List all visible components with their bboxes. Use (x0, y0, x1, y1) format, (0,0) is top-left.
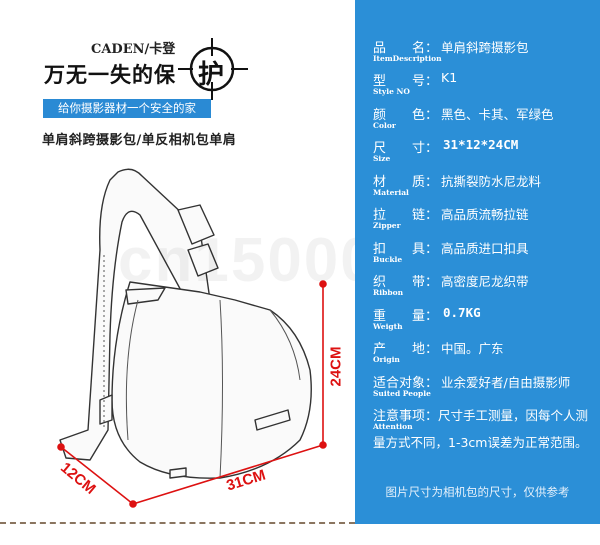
width-line (132, 444, 324, 505)
spec-label: 品 名： (373, 41, 439, 56)
dimension-dot (129, 500, 137, 508)
spec-label-en: Size (373, 154, 391, 163)
headline: 万无一失的保 (44, 62, 176, 87)
spec-label-en: Material (373, 188, 409, 197)
height-label: 24CM (327, 346, 345, 387)
spec-row-suited: 适合对象：Suited People 业余爱好者/自由摄影师 (373, 372, 598, 404)
spec-row-weight: 重 量：Weigth 0.7KG (373, 305, 598, 337)
spec-value: 高品质进口扣具 (441, 241, 529, 256)
spec-label: 扣 具： (373, 242, 439, 257)
spec-label: 注意事项： (373, 409, 439, 424)
spec-row-model: 型 号：Style NO K1 (373, 70, 598, 102)
spec-row-zipper: 拉 链：Zipper 高品质流畅拉链 (373, 204, 598, 236)
brand-name: CADEN/卡登 (91, 42, 176, 57)
spec-label: 重 量： (373, 309, 439, 324)
spec-value: 单肩斜跨摄影包 (441, 40, 529, 55)
spec-row-color: 颜 色：Color 黑色、卡其、军绿色 (373, 104, 598, 136)
spec-label: 适合对象： (373, 376, 439, 391)
spec-label: 材 质： (373, 175, 439, 190)
spec-value: 尺寸手工测量，因每个人测 (438, 408, 589, 423)
spec-row-size: 尺 寸：Size 31*12*24CM (373, 137, 598, 169)
spec-label: 型 号： (373, 74, 439, 89)
dimension-dot (319, 441, 327, 449)
dashed-divider (0, 522, 355, 524)
spec-label-en: ItemDescription (373, 54, 442, 63)
spec-label: 颜 色： (373, 108, 439, 123)
spec-label: 产 地： (373, 342, 439, 357)
crosshair-emblem: 护 (178, 38, 248, 100)
attention-continued: 量方式不同，1-3cm误差为正常范围。 (373, 435, 588, 450)
depth-line (60, 446, 134, 505)
spec-label-en: Ribbon (373, 288, 404, 297)
spec-value: 抗撕裂防水尼龙料 (441, 174, 542, 189)
spec-row-origin: 产 地：Origin 中国。广东 (373, 338, 598, 370)
dimension-dot (319, 280, 327, 288)
spec-label: 拉 链： (373, 208, 439, 223)
bag-illustration (59, 168, 312, 479)
spec-row-material: 材 质：Material 抗撕裂防水尼龙料 (373, 171, 598, 203)
spec-row-buckle: 扣 具：Buckle 高品质进口扣具 (373, 238, 598, 270)
product-subtitle: 单肩斜跨摄影包/单反相机包单肩 (42, 133, 237, 148)
spec-row-ribbon: 织 带：Ribbon 高密度尼龙织带 (373, 271, 598, 303)
dimension-lines (57, 280, 327, 508)
spec-label-en: Zipper (373, 221, 401, 230)
spec-value: 31*12*24CM (443, 137, 519, 152)
spec-label-en: Attention (373, 422, 413, 431)
spec-label: 织 带： (373, 275, 439, 290)
spec-label-en: Color (373, 121, 396, 130)
dimension-dot (57, 443, 65, 451)
spec-value: 中国。广东 (441, 341, 504, 356)
spec-label-en: Weigth (373, 322, 403, 331)
spec-label-en: Buckle (373, 255, 403, 264)
spec-value: 高品质流畅拉链 (441, 207, 529, 222)
spec-value: 业余爱好者/自由摄影师 (441, 375, 571, 390)
footnote: 图片尺寸为相机包的尺寸，仅供参考 (385, 485, 570, 499)
spec-label-en: Origin (373, 355, 400, 364)
spec-value: 高密度尼龙织带 (441, 274, 529, 289)
spec-value: K1 (441, 70, 458, 85)
spec-label-en: Style NO (373, 87, 410, 96)
spec-label-en: Suited People (373, 389, 431, 398)
crosshair-icon (178, 38, 248, 100)
emblem-char: 护 (198, 60, 225, 90)
spec-row-attention: 注意事项：Attention 尺寸手工测量，因每个人测 (373, 405, 598, 437)
slogan-banner: 给你摄影器材一个安全的家 (43, 99, 211, 118)
spec-label: 尺 寸： (373, 141, 439, 156)
spec-value: 黑色、卡其、军绿色 (441, 107, 554, 122)
spec-value: 0.7KG (443, 305, 481, 320)
